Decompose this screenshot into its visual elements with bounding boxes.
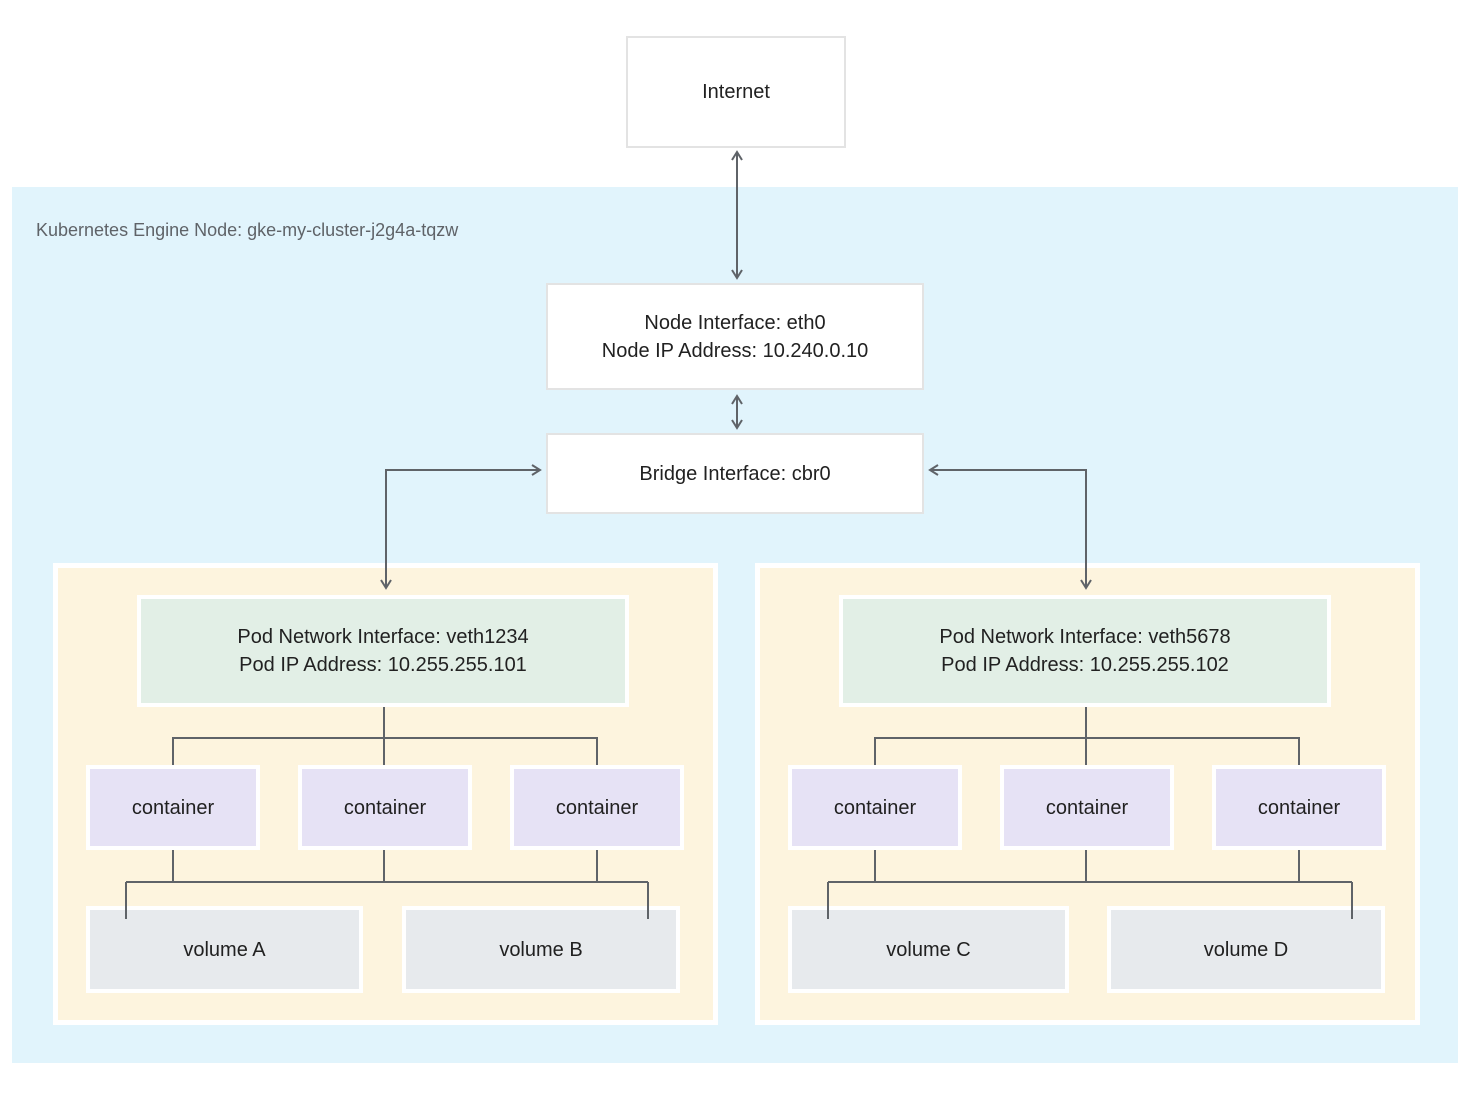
volume-label: volume A xyxy=(183,938,266,961)
pod-1-volume-a: volume A xyxy=(86,906,363,993)
pod-2-container-1: container xyxy=(788,765,962,850)
pod-1-container-1: container xyxy=(86,765,260,850)
bridge-interface-box: Bridge Interface: cbr0 xyxy=(546,433,924,514)
pod-2-volume-d: volume D xyxy=(1107,906,1385,993)
bridge-interface-label: Bridge Interface: cbr0 xyxy=(639,462,831,485)
internet-box: Internet xyxy=(626,36,846,148)
container-label: container xyxy=(343,796,427,819)
volume-label: volume C xyxy=(886,938,971,961)
container-label: container xyxy=(555,796,639,819)
pod-2-container-3: container xyxy=(1212,765,1386,850)
node-ip-line2: Node IP Address: 10.240.0.10 xyxy=(601,339,869,362)
pod-2-volume-c: volume C xyxy=(788,906,1069,993)
container-label: container xyxy=(833,796,917,819)
pod-2-container-2: container xyxy=(1000,765,1174,850)
volume-label: volume D xyxy=(1203,938,1289,961)
pod-2-network-interface-line1: Pod Network Interface: veth5678 xyxy=(939,626,1231,648)
volume-label: volume B xyxy=(499,938,583,961)
pod-1-network-interface-line1: Pod Network Interface: veth1234 xyxy=(237,626,529,648)
container-label: container xyxy=(1045,796,1129,819)
pod-1-container-2: container xyxy=(298,765,472,850)
pod-2-ip-line2: Pod IP Address: 10.255.255.102 xyxy=(941,654,1229,676)
node-interface-line1: Node Interface: eth0 xyxy=(644,311,826,334)
pod-1-network-interface-box: Pod Network Interface: veth1234 Pod IP A… xyxy=(137,595,629,707)
node-interface-box: Node Interface: eth0 Node IP Address: 10… xyxy=(546,283,924,390)
pod-2-network-interface-box: Pod Network Interface: veth5678 Pod IP A… xyxy=(839,595,1331,707)
k8s-node-panel-label: Kubernetes Engine Node: gke-my-cluster-j… xyxy=(36,220,459,240)
pod-1-container-3: container xyxy=(510,765,684,850)
pod-1-ip-line2: Pod IP Address: 10.255.255.101 xyxy=(239,654,527,676)
pod-1-volume-b: volume B xyxy=(402,906,680,993)
internet-label: Internet xyxy=(702,81,770,103)
container-label: container xyxy=(131,796,215,819)
container-label: container xyxy=(1257,796,1341,819)
